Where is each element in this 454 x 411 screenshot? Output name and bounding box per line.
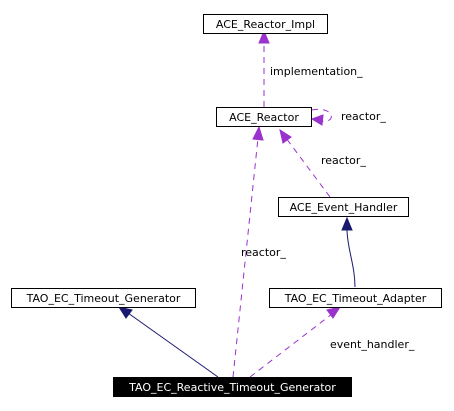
edge-label-reactor-event-handler: reactor_ [321, 154, 366, 167]
node-label: TAO_EC_Timeout_Adapter [284, 292, 427, 305]
node-tao-ec-timeout-adapter[interactable]: TAO_EC_Timeout_Adapter [269, 288, 442, 308]
node-label: TAO_EC_Reactive_Timeout_Generator [128, 381, 336, 394]
edge-inherit-timeout-generator [117, 306, 219, 378]
edge-label-reactor-reactive: reactor_ [241, 246, 286, 259]
node-label: ACE_Reactor_Impl [216, 18, 315, 31]
edge-reactor-from-event-handler [279, 128, 331, 198]
node-label: ACE_Reactor [229, 111, 299, 124]
edge-reactor-from-reactive [232, 125, 264, 378]
node-label: TAO_EC_Timeout_Generator [26, 292, 181, 305]
node-ace-event-handler[interactable]: ACE_Event_Handler [278, 197, 409, 217]
node-tao-ec-timeout-generator[interactable]: TAO_EC_Timeout_Generator [11, 288, 196, 308]
edge-event-handler [249, 306, 342, 378]
edge-implementation [258, 29, 270, 107]
node-ace-reactor[interactable]: ACE_Reactor [216, 107, 312, 127]
edge-label-reactor-self: reactor_ [341, 110, 386, 123]
edge-label-implementation: implementation_ [270, 65, 363, 78]
edge-reactor-self [310, 108, 332, 126]
edge-label-event-handler: event_handler_ [330, 338, 415, 351]
node-tao-ec-reactive-timeout-generator[interactable]: TAO_EC_Reactive_Timeout_Generator [113, 377, 352, 397]
node-label: ACE_Event_Handler [290, 201, 398, 214]
edge-inherit-event-handler [341, 216, 356, 288]
node-ace-reactor-impl[interactable]: ACE_Reactor_Impl [203, 14, 328, 34]
